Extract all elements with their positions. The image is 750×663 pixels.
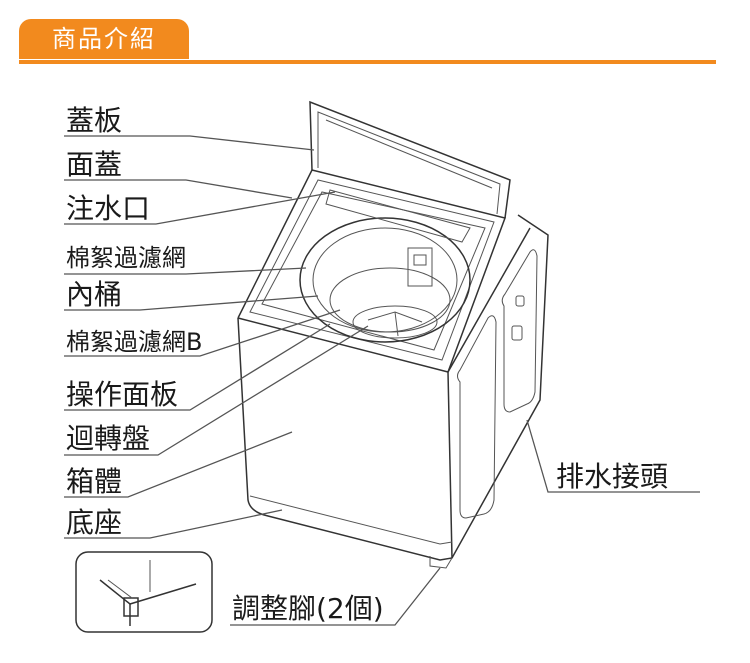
label-base: 底座: [66, 506, 122, 539]
label-water-inlet: 注水口: [66, 192, 150, 225]
header-divider: [19, 60, 716, 64]
label-pulsator: 迴轉盤: [66, 422, 150, 455]
label-inner-tub: 內桶: [66, 278, 122, 311]
machine-body: [237, 100, 549, 569]
label-top-cover: 面蓋: [66, 148, 122, 181]
section-title-tab: 商品介紹: [19, 19, 189, 59]
label-lint-filter-b: 棉絮過濾網B: [66, 328, 202, 356]
foot-inset: [75, 551, 213, 633]
part-labels: 蓋板 面蓋 注水口 棉絮過濾網 內桶 棉絮過濾網B 操作面板 迴轉盤 箱體 底座…: [66, 104, 668, 625]
leader-lines: [64, 135, 700, 626]
label-adjustable-feet: 調整腳(2個): [232, 592, 384, 625]
label-lint-filter: 棉絮過濾網: [66, 244, 186, 272]
label-lid: 蓋板: [66, 104, 122, 137]
label-cabinet: 箱體: [66, 465, 122, 498]
label-drain-connector: 排水接頭: [556, 460, 668, 493]
label-control-panel: 操作面板: [66, 378, 178, 411]
